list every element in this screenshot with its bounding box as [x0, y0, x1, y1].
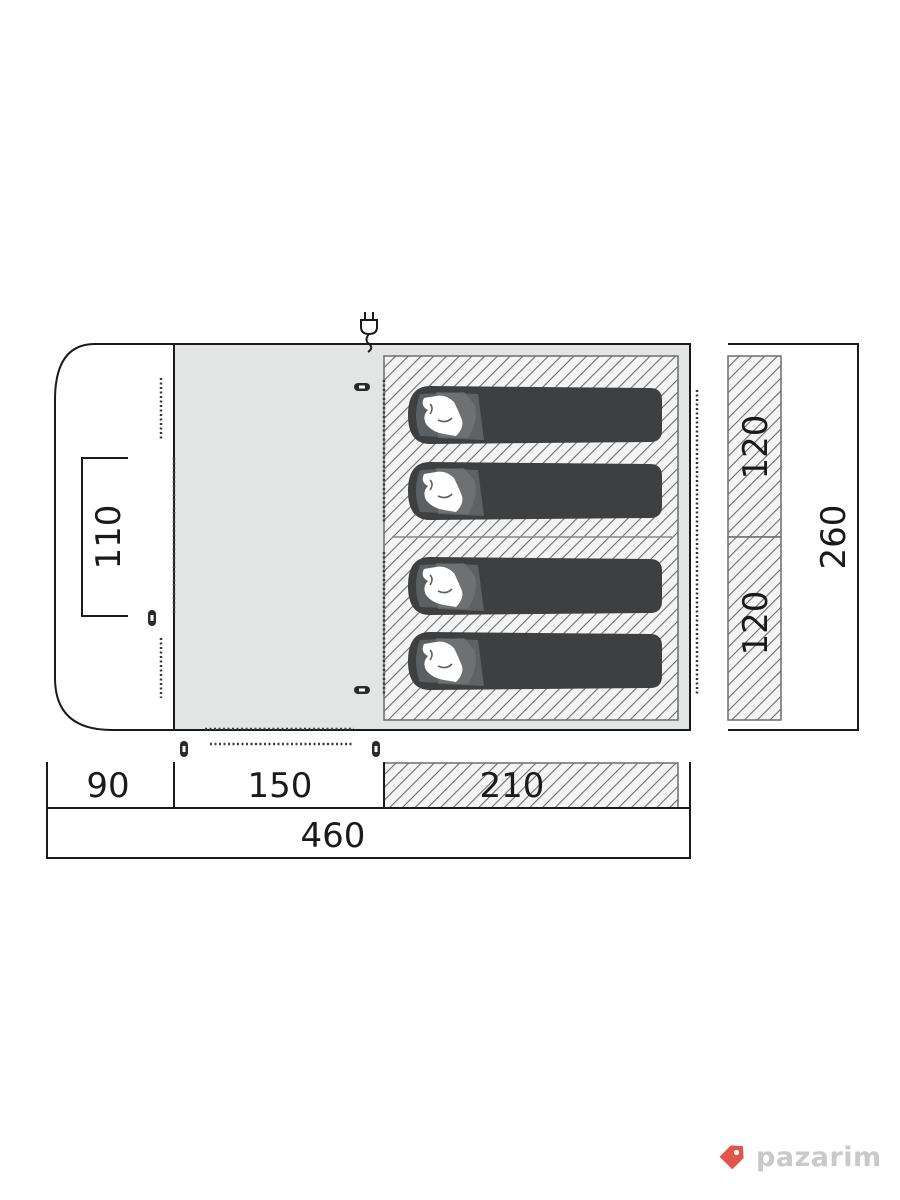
watermark: pazarim — [719, 1142, 882, 1173]
living-depth-label: 150 — [248, 766, 313, 806]
sleeping-bags — [408, 386, 662, 690]
sleeping-bag-icon — [408, 557, 662, 615]
canopy-width-bracket — [81, 457, 128, 617]
door-toggle-icons — [148, 383, 380, 757]
vestibule-depth-label: 90 — [86, 766, 129, 806]
total-width-bracket — [728, 343, 859, 731]
total-length-label: 460 — [301, 816, 366, 856]
sleeping-bag-icon — [408, 386, 662, 444]
bedroom-depth-zone — [383, 762, 679, 809]
depth-brackets — [46, 762, 691, 859]
power-plug-icon — [360, 312, 378, 353]
sleeping-bag-icon — [408, 462, 662, 520]
total-width-label: 260 — [814, 505, 854, 570]
canopy-width-label: 110 — [89, 505, 129, 570]
bedroom-depth-label: 210 — [480, 766, 545, 806]
bedroom-lower-width-label: 120 — [736, 591, 776, 656]
price-tag-icon — [719, 1145, 744, 1170]
sleeping-bag-icon — [408, 632, 662, 690]
vestibule-area — [54, 343, 175, 731]
watermark-text: pazarim — [756, 1142, 882, 1173]
bedroom-upper-width-label: 120 — [736, 415, 776, 480]
zip-lines — [159, 378, 699, 746]
lower-width-zone — [727, 536, 782, 721]
